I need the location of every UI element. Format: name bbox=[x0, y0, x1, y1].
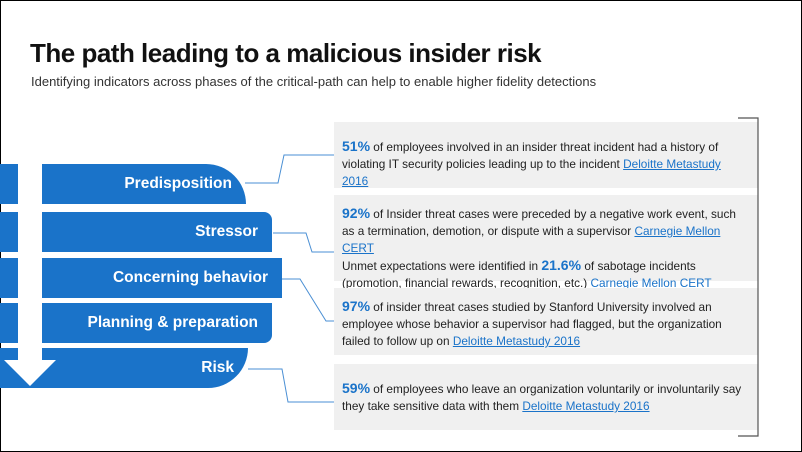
source-link[interactable]: Deloitte Metastudy 2016 bbox=[342, 157, 721, 188]
phase-label: Risk bbox=[201, 359, 234, 376]
stat-text: of employees who leave an organization v… bbox=[342, 382, 742, 413]
stat-card: 97% of insider threat cases studied by S… bbox=[334, 288, 758, 355]
stat-text: of insider threat cases studied by Stanf… bbox=[342, 300, 722, 348]
stat-text: of Insider threat cases were preceded by… bbox=[342, 207, 736, 238]
source-link[interactable]: Carnegie Mellon CERT bbox=[342, 224, 721, 255]
stat-text: of employees involved in an insider thre… bbox=[342, 140, 719, 171]
stat-value: 92% bbox=[342, 205, 371, 221]
stat-text: Unmet expectations were identified in bbox=[342, 259, 542, 273]
stat-card: 92% of Insider threat cases were precede… bbox=[334, 195, 758, 290]
stat-value: 97% bbox=[342, 298, 371, 314]
phase-band-concerning-behavior: Concerning behavior bbox=[0, 258, 282, 298]
page-title: The path leading to a malicious insider … bbox=[30, 38, 542, 68]
source-link[interactable]: Deloitte Metastudy 2016 bbox=[522, 399, 650, 413]
stat-text: of sabotage incidents (promotion, financ… bbox=[342, 259, 696, 290]
source-link[interactable]: Deloitte Metastudy 2016 bbox=[452, 334, 581, 348]
phase-band-planning-preparation: Planning & preparation bbox=[0, 303, 272, 343]
stat-value: 51% bbox=[342, 138, 371, 154]
stat-value: 59% bbox=[342, 380, 371, 396]
source-link[interactable]: Carnegie Mellon CERT bbox=[590, 276, 712, 290]
phase-label: Predisposition bbox=[124, 175, 232, 192]
stat-card: 59% of employees who leave an organizati… bbox=[334, 364, 758, 430]
phase-label: Concerning behavior bbox=[112, 269, 268, 286]
stat-value: 21.6% bbox=[541, 257, 582, 273]
phase-label: Stressor bbox=[195, 223, 258, 240]
stat-card: 51% of employees involved in an insider … bbox=[334, 122, 758, 188]
phase-label: Planning & preparation bbox=[87, 314, 258, 331]
down-arrow-icon bbox=[4, 164, 56, 386]
page-subtitle: Identifying indicators across phases of … bbox=[31, 74, 597, 89]
phase-band-stressor: Stressor bbox=[0, 212, 272, 252]
critical-path-diagram: Predisposition Stressor Concerning behav… bbox=[0, 164, 300, 396]
